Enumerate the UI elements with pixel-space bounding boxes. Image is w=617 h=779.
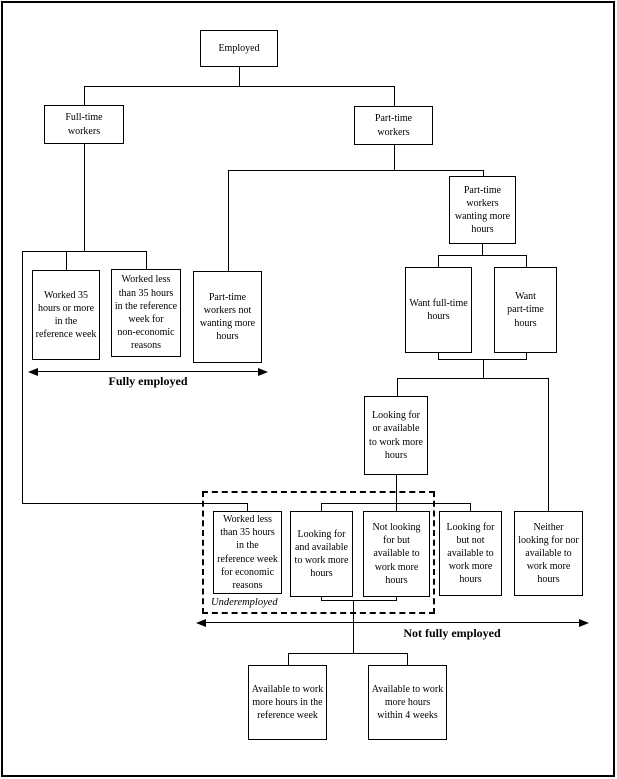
flow-node-available-to-work-reference-week: Available to work more hours in the refe… <box>248 665 327 740</box>
flow-node-want-part-time-hours: Want part-time hours <box>494 267 557 353</box>
connector-line <box>22 251 147 252</box>
connector-line <box>84 144 85 251</box>
connector-line <box>396 597 397 601</box>
connector-line <box>438 353 439 359</box>
connector-line <box>84 86 395 87</box>
connector-line <box>228 170 229 271</box>
flow-node-neither-looking-for-nor-available: Neither looking for nor available to wor… <box>514 511 583 596</box>
arrow-shaft <box>202 622 583 623</box>
connector-line <box>438 255 439 267</box>
connector-line <box>288 653 408 654</box>
connector-line <box>84 86 85 105</box>
underemployed-dashed-region <box>202 491 435 614</box>
flow-node-worked-35-hours-or-more: Worked 35 hours or more in the reference… <box>32 270 100 360</box>
connector-line <box>483 170 484 176</box>
connector-line <box>394 145 395 170</box>
connector-line <box>22 251 23 504</box>
connector-line <box>247 503 248 511</box>
connector-line <box>146 251 147 269</box>
connector-line <box>526 255 527 267</box>
flow-node-full-time-workers: Full-time workers <box>44 105 124 144</box>
flow-node-part-time-workers: Part-time workers <box>354 106 433 145</box>
connector-line <box>22 503 248 504</box>
connector-line <box>321 600 397 601</box>
flow-node-not-looking-for-but-available: Not looking for but available to work mo… <box>363 511 430 597</box>
double-arrow-fully-employed <box>28 368 268 376</box>
arrow-head-left-icon <box>28 368 38 376</box>
connector-line <box>228 170 484 171</box>
flow-node-available-to-work-within-4-weeks: Available to work more hours within 4 we… <box>368 665 447 740</box>
connector-line <box>482 244 483 255</box>
arrow-head-right-icon <box>258 368 268 376</box>
flow-node-part-time-workers-not-wanting-more-hours: Part-time workers not wanting more hours <box>193 271 262 363</box>
arrow-head-right-icon <box>579 619 589 627</box>
connector-line <box>396 475 397 503</box>
connector-line <box>483 359 484 378</box>
flow-node-looking-for-or-available: Looking for or available to work more ho… <box>364 396 428 475</box>
arrow-shaft <box>34 371 262 372</box>
connector-line <box>321 597 322 601</box>
connector-line <box>396 503 397 511</box>
connector-line <box>548 378 549 511</box>
flow-node-looking-for-but-not-available: Looking for but not available to work mo… <box>439 511 502 596</box>
flow-node-part-time-workers-wanting-more-hours: Part-time workers wanting more hours <box>449 176 516 244</box>
connector-line <box>239 67 240 86</box>
flow-node-want-full-time-hours: Want full-time hours <box>405 267 472 353</box>
connector-line <box>321 503 322 511</box>
connector-line <box>407 653 408 665</box>
connector-line <box>66 251 67 270</box>
flow-node-looking-for-and-available: Looking for and available to work more h… <box>290 511 353 597</box>
flow-node-worked-less-than-35-non-economic: Worked less than 35 hours in the referen… <box>111 269 181 357</box>
connector-line <box>526 353 527 359</box>
connector-line <box>470 503 471 511</box>
connector-line <box>438 255 527 256</box>
connector-line <box>397 378 398 396</box>
arrow-label-fully-employed: Fully employed <box>108 374 188 388</box>
flow-node-worked-less-than-35-economic: Worked less than 35 hours in the referen… <box>213 511 282 594</box>
connector-line <box>397 378 549 379</box>
arrow-label-not-fully-employed: Not fully employed <box>403 626 501 640</box>
double-arrow-not-fully-employed <box>196 619 589 627</box>
connector-line <box>288 653 289 665</box>
underemployed-label: Underemployed <box>211 597 278 608</box>
flow-node-employed: Employed <box>200 30 278 67</box>
connector-line <box>438 359 527 360</box>
arrow-head-left-icon <box>196 619 206 627</box>
connector-line <box>394 86 395 106</box>
connector-line <box>353 600 354 653</box>
